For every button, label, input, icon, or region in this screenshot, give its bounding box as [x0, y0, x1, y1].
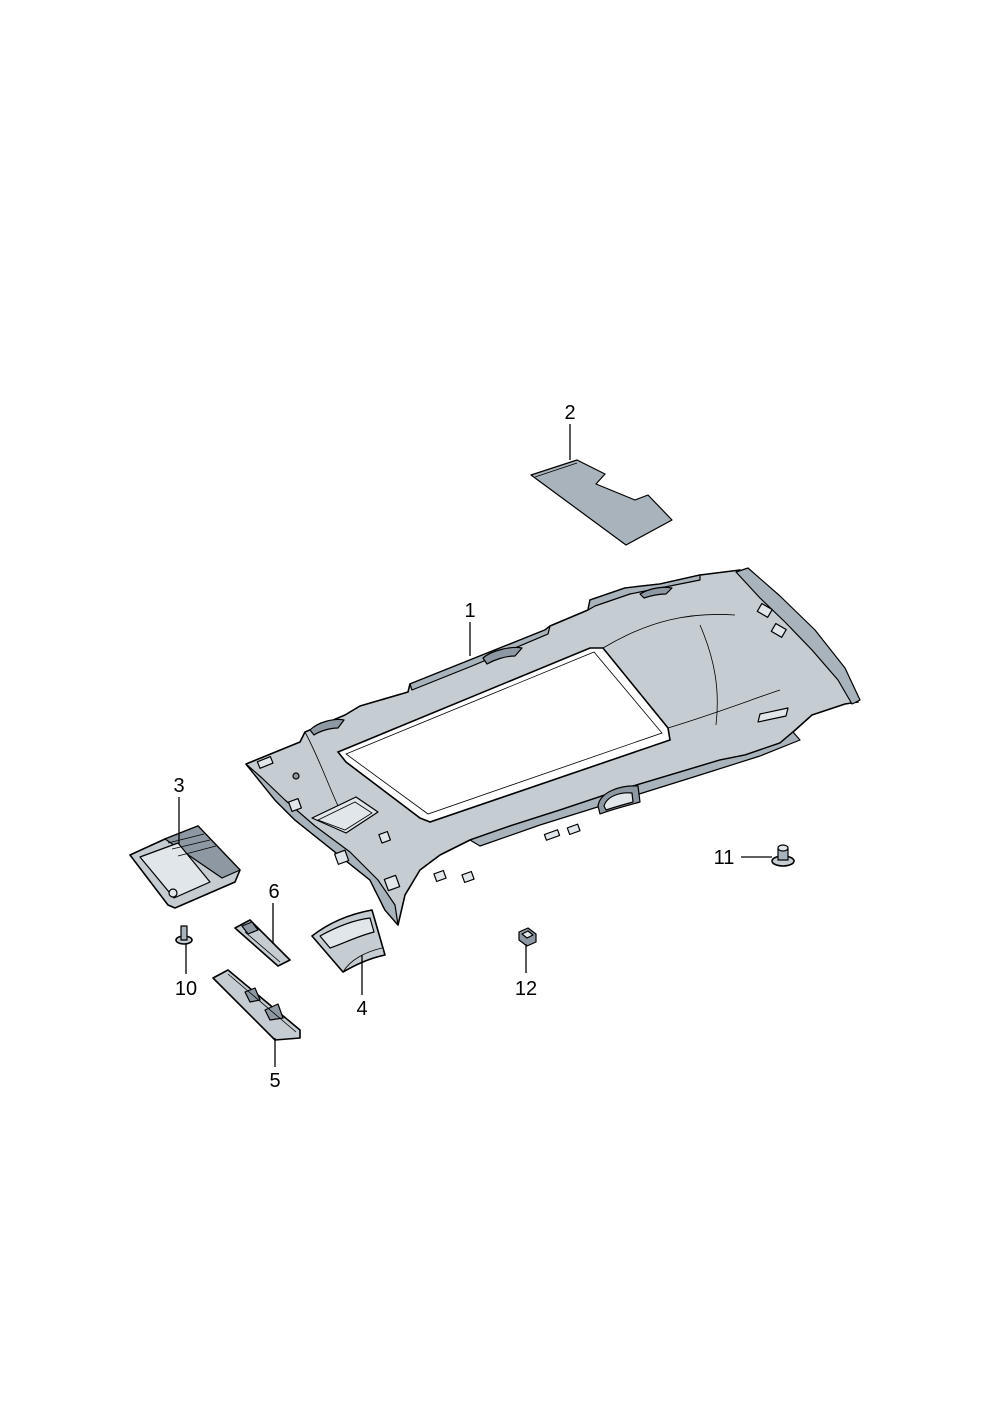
callout-4: 4	[356, 998, 367, 1020]
part-6-cover	[234, 919, 291, 967]
callout-6: 6	[268, 881, 279, 903]
callout-3: 3	[173, 775, 184, 797]
part-11-clip	[771, 844, 795, 867]
part-5-cover	[212, 969, 301, 1041]
callout-10: 10	[175, 978, 197, 1000]
callout-12: 12	[515, 978, 537, 1000]
callout-11: 11	[714, 847, 735, 869]
callout-5: 5	[269, 1070, 280, 1092]
part-1-headliner	[245, 567, 861, 926]
part-3-assembly	[129, 825, 241, 909]
part-4-cover	[311, 909, 386, 973]
part-12-clip	[518, 927, 537, 947]
callout-2: 2	[564, 402, 575, 424]
part-2-pad	[530, 459, 673, 546]
part-10-screw	[175, 925, 193, 945]
callout-1: 1	[464, 600, 475, 622]
